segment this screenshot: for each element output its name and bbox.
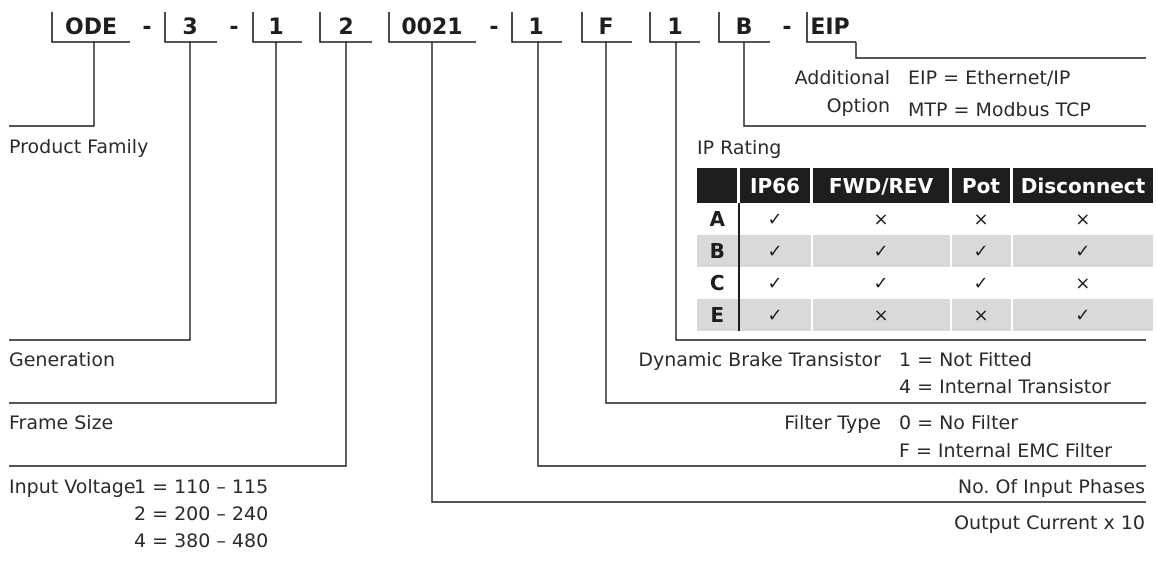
table-row: C ✓ ✓ ✓ × <box>697 267 1153 299</box>
table-row: A ✓ × × × <box>697 203 1153 235</box>
code-box <box>806 12 856 43</box>
code-segment: 2 <box>338 15 353 40</box>
generation-leader <box>9 42 191 341</box>
cell: × <box>810 299 951 331</box>
cell: ✓ <box>737 267 812 299</box>
input-voltage-option-2: 2 = 200 – 240 <box>134 503 269 525</box>
filter-type-value-0: 0 = No Filter <box>899 412 1019 434</box>
cell: ✓ <box>1010 235 1153 267</box>
dynamic-brake-label: Dynamic Brake Transistor <box>638 349 881 371</box>
filter-type-leader <box>605 42 1146 404</box>
ip-rating-label: IP Rating <box>697 137 782 159</box>
row-key: A <box>697 203 740 235</box>
product-family-label: Product Family <box>9 136 149 158</box>
row-key: E <box>697 299 740 331</box>
input-voltage-option-4: 4 = 380 – 480 <box>134 530 269 552</box>
code-box <box>388 12 476 43</box>
ip-rating-table: IP66 FWD/REV Pot Disconnect A ✓ × × × B … <box>697 168 1153 331</box>
input-phases-label: No. Of Input Phases <box>957 476 1145 498</box>
filter-type-value-f: F = Internal EMC Filter <box>899 440 1112 462</box>
header-ip66: IP66 <box>737 168 812 203</box>
cell: ✓ <box>949 267 1012 299</box>
frame-size-leader <box>9 42 277 404</box>
ip-rating-leader <box>743 42 1146 127</box>
cell: ✓ <box>737 299 812 331</box>
cell: ✓ <box>949 235 1012 267</box>
code-box <box>511 12 562 43</box>
additional-option-mtp: MTP = Modbus TCP <box>908 99 1091 121</box>
cell: ✓ <box>737 203 812 235</box>
frame-size-label: Frame Size <box>9 412 114 434</box>
input-phases-leader <box>537 42 1146 467</box>
row-key: B <box>697 235 740 267</box>
input-voltage-leader <box>9 42 347 467</box>
cell: × <box>1010 267 1153 299</box>
dynamic-brake-value-4: 4 = Internal Transistor <box>899 376 1111 398</box>
code-segment: ODE <box>65 15 117 40</box>
ip-table-header: IP66 FWD/REV Pot Disconnect <box>697 168 1153 203</box>
additional-option-label-line1: Additional <box>794 67 890 89</box>
cell: ✓ <box>810 267 951 299</box>
code-box <box>319 12 372 43</box>
additional-option-eip: EIP = Ethernet/IP <box>908 67 1071 89</box>
table-row: B ✓ ✓ ✓ ✓ <box>697 235 1153 267</box>
code-segment: F <box>598 15 613 40</box>
cell: × <box>810 203 951 235</box>
dynamic-brake-value-1: 1 = Not Fitted <box>899 349 1032 371</box>
code-box <box>581 12 632 43</box>
code-segment: 1 <box>528 15 543 40</box>
leader-lines <box>9 42 1146 503</box>
cell: × <box>949 299 1012 331</box>
additional-option-leader <box>855 42 1146 59</box>
code-box <box>649 12 700 43</box>
cell: ✓ <box>810 235 951 267</box>
code-segment: 0021 <box>401 15 462 40</box>
cell: × <box>1010 203 1153 235</box>
additional-option-label-line2: Option <box>826 95 890 117</box>
code-dash: - <box>489 15 498 40</box>
header-disconnect: Disconnect <box>1010 168 1153 203</box>
cell: ✓ <box>737 235 812 267</box>
code-segment: 1 <box>667 15 682 40</box>
header-fwd-rev: FWD/REV <box>810 168 951 203</box>
output-current-label: Output Current x 10 <box>954 512 1145 534</box>
row-key: C <box>697 267 740 299</box>
input-voltage-label: Input Voltage <box>9 476 136 498</box>
code-segment: EIP <box>810 15 849 40</box>
generation-label: Generation <box>9 349 115 371</box>
cell: ✓ <box>1010 299 1153 331</box>
filter-type-label: Filter Type <box>784 412 881 434</box>
code-dash: - <box>782 15 791 40</box>
code-boxes <box>51 12 856 43</box>
code-box <box>718 12 770 43</box>
code-dash: - <box>229 15 238 40</box>
code-box <box>51 12 130 43</box>
code-segment: 3 <box>182 15 197 40</box>
code-segment: B <box>736 15 753 40</box>
input-voltage-option-1: 1 = 110 – 115 <box>134 476 269 498</box>
header-blank <box>697 168 739 203</box>
output-current-leader <box>431 42 1146 503</box>
code-segment: 1 <box>268 15 283 40</box>
header-pot: Pot <box>949 168 1012 203</box>
table-row: E ✓ × × ✓ <box>697 299 1153 331</box>
code-box <box>164 12 217 43</box>
dynamic-brake-leader <box>675 42 1146 341</box>
cell: × <box>949 203 1012 235</box>
code-dash: - <box>142 15 151 40</box>
code-box <box>252 12 302 43</box>
product-family-leader <box>9 42 95 127</box>
